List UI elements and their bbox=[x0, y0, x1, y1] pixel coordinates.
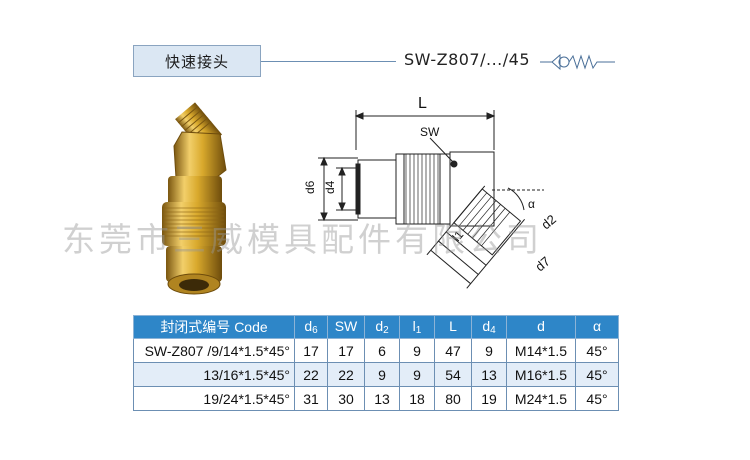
dim-label-alpha: α bbox=[528, 197, 535, 211]
table-row: SW-Z807 /9/14*1.5*45° 17 17 6 9 47 9 M14… bbox=[133, 338, 619, 363]
col-header-alpha: α bbox=[575, 315, 619, 339]
cell-sw: 17 bbox=[327, 338, 365, 363]
col-header-L: L bbox=[434, 315, 472, 339]
dim-label-SW: SW bbox=[420, 125, 440, 139]
spec-table: 封闭式编号 Code d6 SW d2 l1 L d4 d α SW-Z807 … bbox=[133, 315, 619, 411]
dim-label-d4: d4 bbox=[323, 180, 337, 194]
title-connector-line bbox=[261, 61, 396, 62]
company-watermark: 东莞市三威模具配件有限公司 bbox=[62, 220, 543, 259]
cell-d4: 19 bbox=[471, 386, 507, 411]
table-row: 19/24*1.5*45° 31 30 13 18 80 19 M24*1.5 … bbox=[133, 386, 619, 411]
cell-L: 80 bbox=[434, 386, 472, 411]
product-title: 快速接头 bbox=[133, 45, 261, 77]
cell-l1: 9 bbox=[399, 338, 435, 363]
cell-sw: 30 bbox=[327, 386, 365, 411]
col-header-d2: d2 bbox=[364, 315, 400, 339]
cell-alpha: 45° bbox=[575, 338, 619, 363]
cell-code: 13/16*1.5*45° bbox=[133, 362, 295, 387]
dim-label-L: L bbox=[418, 95, 427, 112]
technical-drawing: L SW d6 d4 l1 α d2 d7 bbox=[303, 95, 559, 289]
table-header-row: 封闭式编号 Code d6 SW d2 l1 L d4 d α bbox=[133, 315, 619, 339]
cell-d6: 22 bbox=[294, 362, 328, 387]
cell-code: 19/24*1.5*45° bbox=[133, 386, 295, 411]
cell-d6: 31 bbox=[294, 386, 328, 411]
col-header-l1: l1 bbox=[399, 315, 435, 339]
cell-d2: 13 bbox=[364, 386, 400, 411]
cell-d4: 13 bbox=[471, 362, 507, 387]
cell-d6: 17 bbox=[294, 338, 328, 363]
cell-l1: 18 bbox=[399, 386, 435, 411]
dim-label-d6: d6 bbox=[303, 180, 317, 194]
cell-code: SW-Z807 /9/14*1.5*45° bbox=[133, 338, 295, 363]
cell-sw: 22 bbox=[327, 362, 365, 387]
cell-L: 47 bbox=[434, 338, 472, 363]
cell-d4: 9 bbox=[471, 338, 507, 363]
cell-alpha: 45° bbox=[575, 386, 619, 411]
cell-L: 54 bbox=[434, 362, 472, 387]
cell-d: M16*1.5 bbox=[506, 362, 576, 387]
cell-d2: 6 bbox=[364, 338, 400, 363]
cell-d2: 9 bbox=[364, 362, 400, 387]
col-header-code: 封闭式编号 Code bbox=[133, 315, 295, 339]
cell-l1: 9 bbox=[399, 362, 435, 387]
col-header-d6: d6 bbox=[294, 315, 328, 339]
coupling-photo bbox=[162, 102, 227, 295]
model-code: SW-Z807/.../45 bbox=[404, 50, 530, 69]
check-valve-icon bbox=[540, 53, 615, 71]
cell-alpha: 45° bbox=[575, 362, 619, 387]
col-header-d4: d4 bbox=[471, 315, 507, 339]
cell-d: M24*1.5 bbox=[506, 386, 576, 411]
table-row: 13/16*1.5*45° 22 22 9 9 54 13 M16*1.5 45… bbox=[133, 362, 619, 387]
col-header-sw: SW bbox=[327, 315, 365, 339]
col-header-d: d bbox=[506, 315, 576, 339]
cell-d: M14*1.5 bbox=[506, 338, 576, 363]
